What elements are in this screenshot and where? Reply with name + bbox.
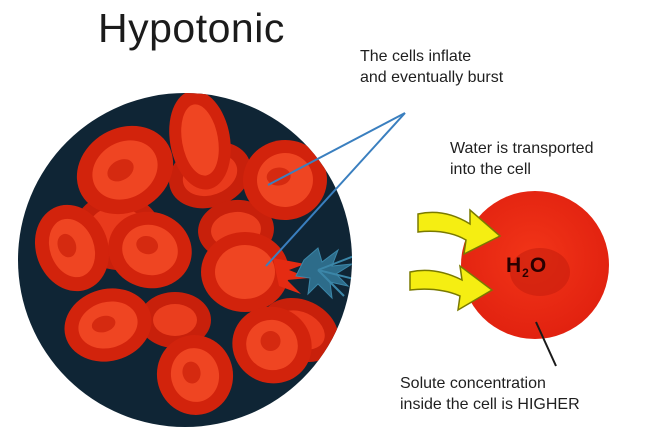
diagram-title: Hypotonic: [98, 5, 285, 52]
annotation-line: and eventually burst: [360, 67, 503, 88]
annotation-line: inside the cell is HIGHER: [400, 394, 580, 415]
annotation-line: The cells inflate: [360, 46, 503, 67]
h2o-subscript: 2: [522, 266, 529, 280]
annotation-line: into the cell: [450, 159, 593, 180]
annotation-line: Solute concentration: [400, 373, 580, 394]
h2o-base: H: [506, 254, 521, 277]
annotation-solute-concentration: Solute concentration inside the cell is …: [400, 373, 580, 415]
h2o-label: H2O: [506, 254, 546, 278]
annotation-cells-burst: The cells inflate and eventually burst: [360, 46, 503, 88]
h2o-tail: O: [530, 254, 546, 277]
annotation-line: Water is transported: [450, 138, 593, 159]
annotation-water-transport: Water is transported into the cell: [450, 138, 593, 180]
